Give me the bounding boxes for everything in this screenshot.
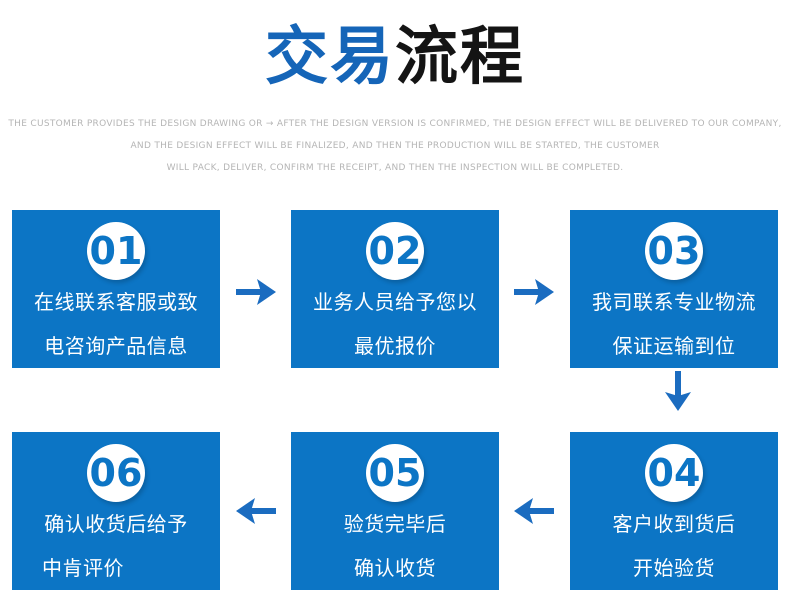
step-number-badge: 01 (87, 222, 145, 280)
step-description: 客户收到货后 开始验货 (570, 502, 778, 590)
step-text-line-2: 电咨询产品信息 (44, 334, 188, 358)
step-number: 05 (368, 451, 422, 495)
step-number: 03 (647, 229, 701, 273)
step-number: 06 (89, 451, 143, 495)
step-text-line-1: 我司联系专业物流 (592, 290, 756, 314)
step-card-06: 06 确认收货后给予 中肯评价 (12, 432, 220, 590)
step-description: 我司联系专业物流 保证运输到位 (570, 280, 778, 368)
step-number-badge: 04 (645, 444, 703, 502)
subtitle-line-2: AND THE DESIGN EFFECT WILL BE FINALIZED,… (130, 141, 660, 151)
step-number-badge: 02 (366, 222, 424, 280)
step-number: 02 (368, 229, 422, 273)
step-text-line-2: 最优报价 (354, 334, 436, 358)
subtitle: THE CUSTOMER PROVIDES THE DESIGN DRAWING… (0, 113, 790, 179)
step-text-line-2: 保证运输到位 (612, 334, 736, 358)
page-title-highlight: 交易 (265, 20, 395, 93)
page-title-rest: 流程 (395, 20, 525, 93)
arrow-down-icon (663, 371, 693, 411)
subtitle-line-3: WILL PACK, DELIVER, CONFIRM THE RECEIPT,… (166, 163, 624, 173)
step-number: 01 (89, 229, 143, 273)
step-text-line-1: 客户收到货后 (612, 512, 736, 536)
step-number-badge: 06 (87, 444, 145, 502)
step-number-badge: 03 (645, 222, 703, 280)
subtitle-line-1: THE CUSTOMER PROVIDES THE DESIGN DRAWING… (8, 119, 782, 129)
step-text-line-1: 验货完毕后 (343, 512, 447, 536)
step-text-line-2: 中肯评价 (42, 556, 124, 580)
step-description: 验货完毕后 确认收货 (291, 502, 499, 590)
arrow-right-icon (514, 277, 554, 307)
step-card-02: 02 业务人员给予您以 最优报价 (291, 210, 499, 368)
step-description: 在线联系客服或致 电咨询产品信息 (12, 280, 220, 368)
step-text-line-1: 在线联系客服或致 (34, 290, 198, 314)
step-text-line-1: 确认收货后给予 (44, 512, 188, 536)
step-card-03: 03 我司联系专业物流 保证运输到位 (570, 210, 778, 368)
step-number-badge: 05 (366, 444, 424, 502)
step-text-line-2: 开始验货 (633, 556, 715, 580)
step-description: 业务人员给予您以 最优报价 (291, 280, 499, 368)
arrow-right-icon (236, 277, 276, 307)
step-card-01: 01 在线联系客服或致 电咨询产品信息 (12, 210, 220, 368)
step-card-04: 04 客户收到货后 开始验货 (570, 432, 778, 590)
page-title: 交易流程 (0, 22, 790, 91)
step-text-line-2: 确认收货 (354, 556, 436, 580)
step-number: 04 (647, 451, 701, 495)
step-description: 确认收货后给予 中肯评价 (12, 502, 220, 590)
step-card-05: 05 验货完毕后 确认收货 (291, 432, 499, 590)
arrow-left-icon (514, 496, 554, 526)
step-text-line-1: 业务人员给予您以 (313, 290, 477, 314)
arrow-left-icon (236, 496, 276, 526)
